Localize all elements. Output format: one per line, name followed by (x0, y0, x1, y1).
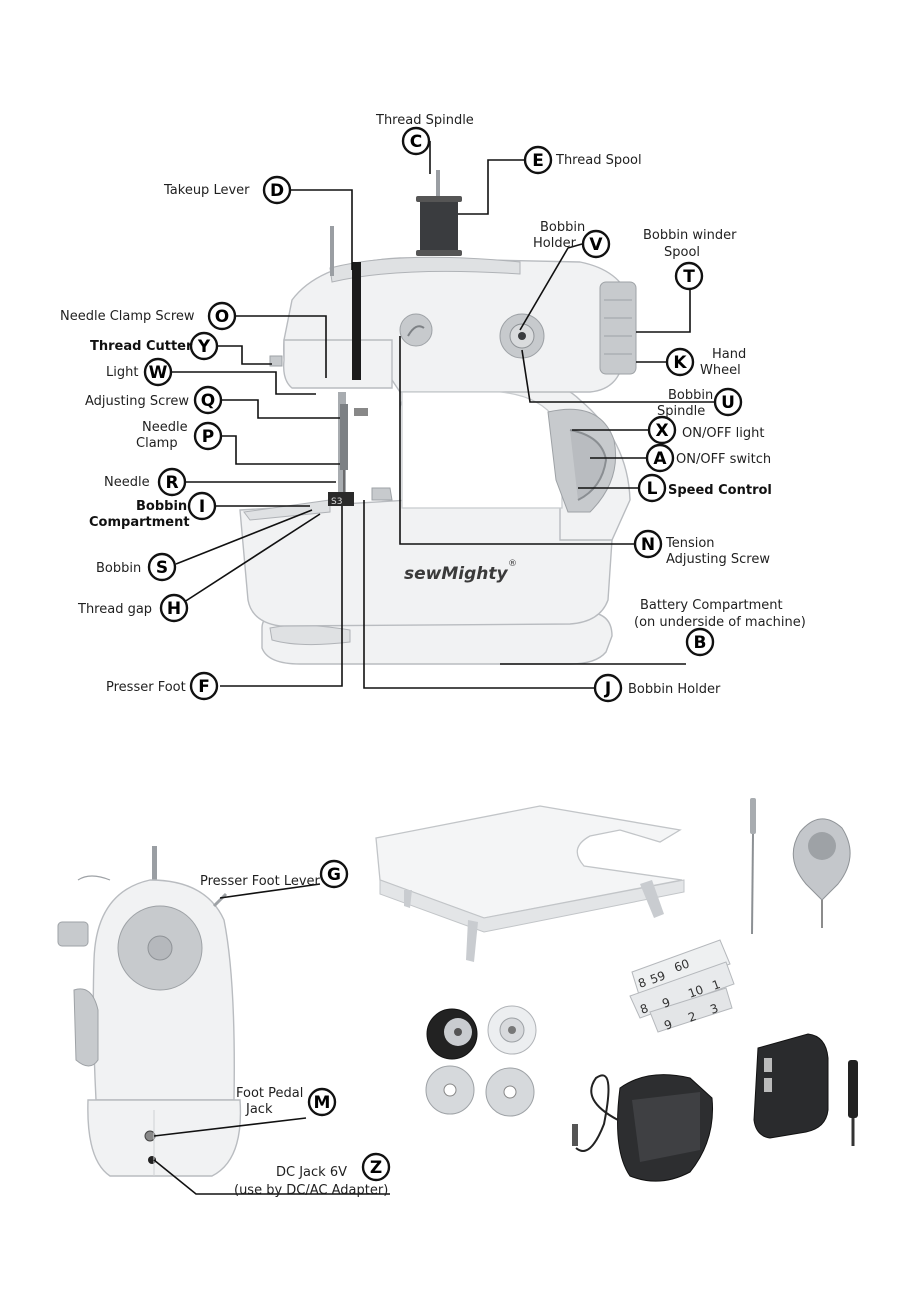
svg-text:H: H (167, 599, 181, 619)
label-light: Light (106, 365, 138, 380)
svg-text:N: N (641, 535, 655, 555)
ac-adapter (753, 1033, 858, 1146)
label-foot-pedal-jack-1: Foot Pedal (236, 1086, 303, 1101)
label-thread-spool: Thread Spool (555, 153, 642, 168)
label-bobbin-compartment-1: Bobbin (136, 499, 187, 514)
side-leader-lines (153, 883, 390, 1195)
label-needle-clamp-screw: Needle Clamp Screw (60, 309, 195, 324)
label-adjusting-screw: Adjusting Screw (85, 394, 189, 409)
tape-measure: 8 59 60 9 10 1 8 9 2 3 (629, 939, 735, 1033)
label-bobbin-compartment-2: Compartment (89, 515, 190, 530)
label-bobbin-holder-1: Bobbin (540, 220, 585, 235)
label-dc-jack-1: DC Jack 6V (276, 1165, 347, 1180)
svg-text:I: I (199, 497, 205, 517)
svg-text:R: R (165, 473, 178, 493)
label-battery-2: (on underside of machine) (634, 615, 806, 630)
label-speed-control: Speed Control (668, 483, 772, 498)
sewing-machine-side (57, 846, 242, 1177)
svg-text:C: C (410, 132, 422, 152)
label-bobbin-holder-bottom: Bobbin Holder (628, 682, 721, 697)
extension-table (375, 805, 685, 962)
part-labels: Thread Spindle Thread Spool Takeup Lever… (60, 113, 806, 697)
svg-text:3: 3 (708, 1001, 720, 1017)
label-thread-spindle: Thread Spindle (375, 113, 474, 128)
svg-text:W: W (149, 363, 168, 383)
label-bobbin-winder-1: Bobbin winder (643, 228, 737, 243)
svg-text:1: 1 (710, 977, 722, 993)
svg-text:9: 9 (660, 995, 672, 1011)
svg-text:U: U (721, 393, 735, 413)
label-hand-wheel-2: Wheel (700, 363, 741, 378)
leader-lines (172, 141, 714, 689)
label-takeup-lever: Takeup Lever (163, 183, 250, 198)
sewing-machine-front: S3 sewMighty ® (239, 170, 637, 665)
brand-logo: sewMighty (404, 564, 508, 584)
svg-text:L: L (647, 479, 658, 499)
side-labels: Presser Foot Lever Foot Pedal Jack DC Ja… (200, 874, 388, 1198)
svg-text:Z: Z (370, 1158, 382, 1178)
label-bobbin-winder-2: Spool (664, 245, 700, 260)
label-thread-cutter: Thread Cutter (90, 339, 193, 354)
svg-text:S3: S3 (331, 497, 342, 507)
label-tension-2: Adjusting Screw (666, 552, 770, 567)
svg-text:8: 8 (638, 1001, 650, 1017)
label-battery-1: Battery Compartment (640, 598, 783, 613)
svg-text:M: M (314, 1093, 331, 1113)
svg-text:G: G (327, 865, 341, 885)
needle-threader (792, 818, 851, 928)
svg-text:V: V (589, 235, 603, 255)
svg-text:B: B (694, 633, 707, 653)
label-needle-clamp-2: Clamp (136, 436, 178, 451)
label-presser-foot-lever: Presser Foot Lever (200, 874, 321, 889)
svg-text:Y: Y (197, 337, 211, 357)
svg-text:F: F (198, 677, 210, 697)
label-foot-pedal-jack-2: Jack (245, 1102, 273, 1117)
svg-text:D: D (270, 181, 284, 201)
svg-text:A: A (653, 449, 667, 469)
svg-text:8: 8 (636, 975, 648, 991)
label-presser-foot: Presser Foot (106, 680, 186, 695)
svg-text:59: 59 (648, 968, 667, 986)
svg-text:2: 2 (686, 1009, 698, 1025)
label-bobbin-holder-2: Holder (533, 236, 577, 251)
svg-text:X: X (655, 421, 668, 441)
label-onoff-light: ON/OFF light (682, 426, 764, 441)
label-needle: Needle (104, 475, 150, 490)
needle-accessory (750, 798, 756, 935)
label-dc-jack-2: (use by DC/AC Adapter) (234, 1183, 388, 1198)
registered-mark: ® (508, 559, 517, 569)
svg-text:T: T (683, 267, 695, 287)
svg-text:P: P (202, 427, 214, 447)
svg-text:Q: Q (201, 391, 215, 411)
svg-text:K: K (673, 353, 687, 373)
svg-text:J: J (604, 679, 611, 699)
svg-text:E: E (532, 151, 544, 171)
svg-text:9: 9 (662, 1017, 674, 1033)
svg-text:60: 60 (672, 956, 691, 974)
label-thread-gap: Thread gap (77, 602, 152, 617)
svg-text:10: 10 (686, 982, 705, 1000)
label-hand-wheel-1: Hand (712, 347, 746, 362)
label-bobbin-spindle-2: Spindle (657, 404, 705, 419)
badges: C E D V T O Y W K Q U P X A R L I N S H … (143, 126, 743, 703)
label-onoff-switch: ON/OFF switch (676, 452, 771, 467)
svg-text:S: S (156, 558, 168, 578)
foot-pedal (572, 1074, 713, 1182)
side-badges: G M Z (307, 859, 391, 1182)
label-needle-clamp-1: Needle (142, 420, 188, 435)
svg-text:O: O (215, 307, 229, 327)
label-bobbin: Bobbin (96, 561, 141, 576)
label-tension-1: Tension (665, 536, 715, 551)
bobbins (425, 1005, 537, 1117)
label-bobbin-spindle-1: Bobbin (668, 388, 713, 403)
